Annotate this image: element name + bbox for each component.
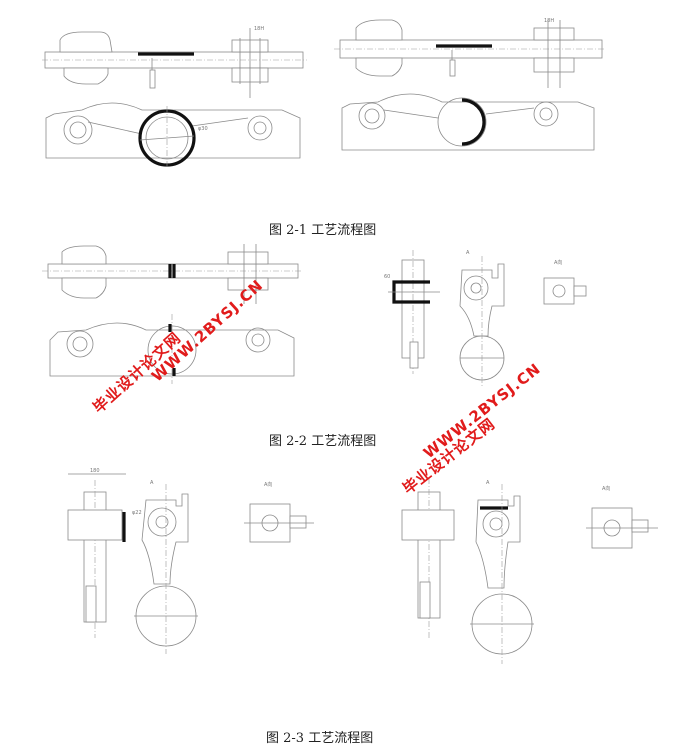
fig3-left-drawing: 180 φ22 A A向 — [54, 466, 324, 656]
svg-text:60: 60 — [384, 274, 390, 280]
svg-text:φ22: φ22 — [132, 510, 142, 516]
svg-text:A向: A向 — [602, 485, 610, 492]
fig2-right-drawing: 60 A A向 — [380, 246, 610, 392]
svg-text:18H: 18H — [254, 26, 264, 32]
svg-text:A: A — [150, 480, 154, 486]
svg-text:φ30: φ30 — [198, 126, 208, 132]
svg-text:A向: A向 — [554, 259, 562, 266]
fig1-left-drawing: 18H φ30 — [42, 18, 307, 168]
fig1-right-drawing: 18H — [334, 14, 606, 164]
svg-text:A: A — [466, 250, 470, 256]
svg-text:180: 180 — [90, 468, 100, 474]
fig3-caption: 图 2-3 工艺流程图 — [266, 731, 374, 746]
svg-text:A: A — [486, 480, 490, 486]
fig1-caption: 图 2-1 工艺流程图 — [269, 223, 377, 238]
svg-text:A向: A向 — [264, 481, 272, 488]
svg-text:18H: 18H — [544, 18, 554, 24]
fig3-right-drawing: A A向 — [396, 470, 666, 666]
fig2-left-drawing — [42, 244, 302, 392]
fig2-caption: 图 2-2 工艺流程图 — [269, 434, 377, 449]
